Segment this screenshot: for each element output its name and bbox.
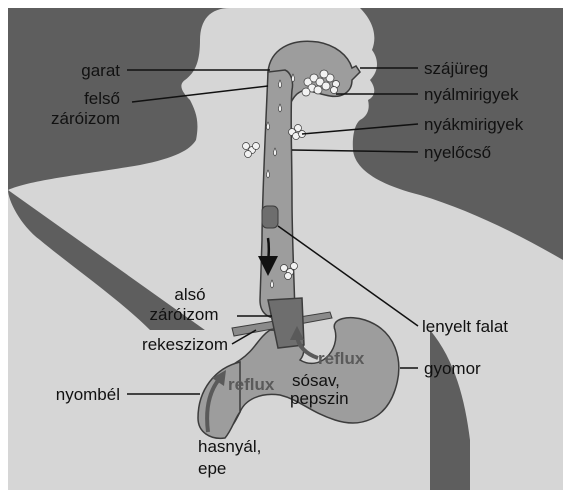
bolus (262, 206, 278, 228)
label-also-2: záróizom (150, 305, 219, 324)
label-szajureg: szájüreg (424, 59, 488, 78)
label-felso-1: felső (84, 89, 120, 108)
label-sosav-1: sósav, (292, 371, 340, 390)
label-rekeszizom: rekeszizom (142, 335, 228, 354)
label-hasnyal-2: epe (198, 459, 226, 478)
label-also-1: alsó (174, 285, 205, 304)
label-nyalmirigyek: nyálmirigyek (424, 85, 519, 104)
label-lenyelt-falat: lenyelt falat (422, 317, 508, 336)
label-reflux-duodenum: reflux (228, 375, 275, 394)
label-reflux-stomach: reflux (318, 349, 365, 368)
label-felso-2: záróizom (51, 109, 120, 128)
label-gyomor: gyomor (424, 359, 481, 378)
label-hasnyal-1: hasnyál, (198, 437, 261, 456)
label-garat: garat (81, 61, 120, 80)
label-nyelocso: nyelőcső (424, 143, 491, 162)
swallow-arrow (268, 238, 269, 266)
label-nyombel: nyombél (56, 385, 120, 404)
label-sosav-2: pepszin (290, 389, 349, 408)
label-nyakmirigyek: nyákmirigyek (424, 115, 524, 134)
